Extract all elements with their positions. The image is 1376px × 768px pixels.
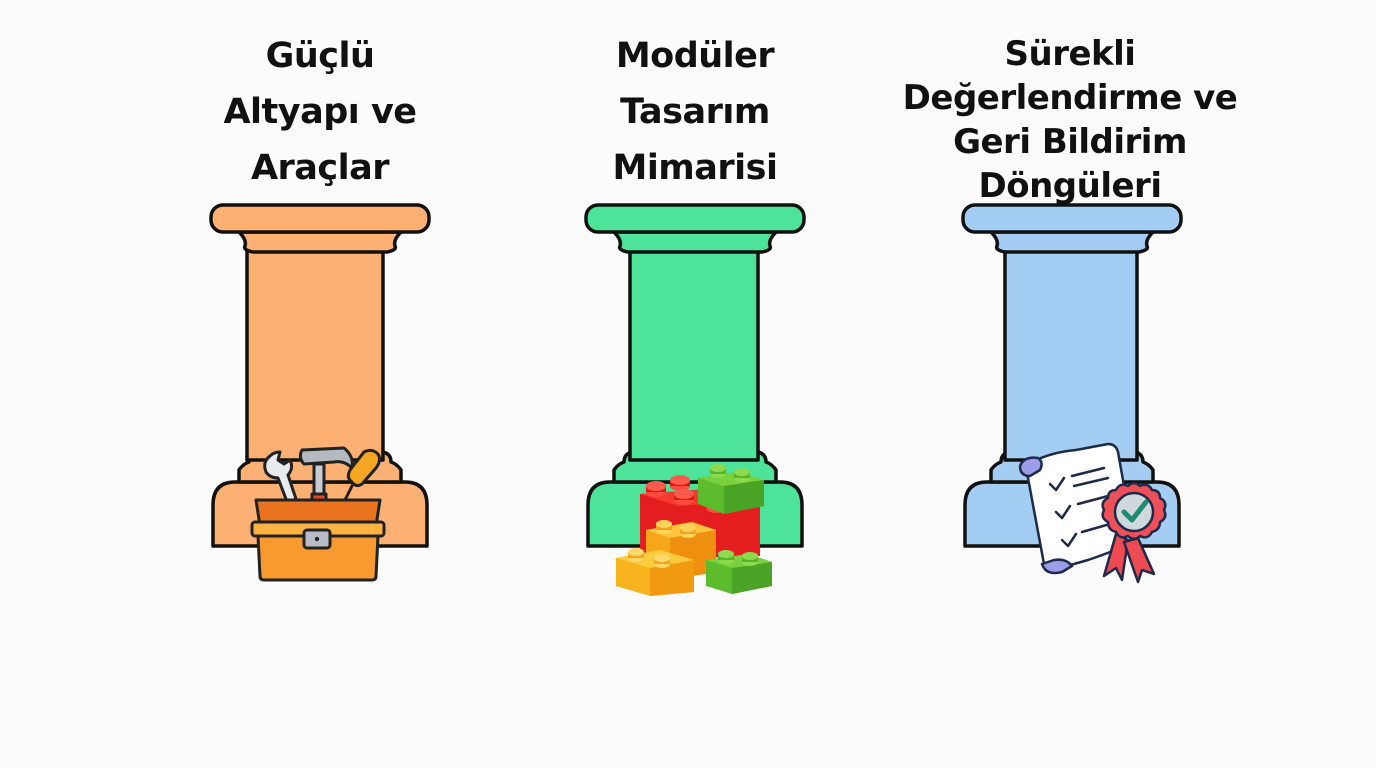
certificate-checklist-icon: [1018, 442, 1167, 584]
pillar-3-title-line-1: Sürekli: [1004, 34, 1136, 74]
toolbox-icon: [250, 446, 386, 582]
pillar-2-title-line-2: Tasarım: [620, 92, 770, 132]
pillar-1-title-line-3: Araçlar: [250, 148, 390, 188]
pillar-3-title-line-4: Döngüleri: [978, 166, 1162, 206]
pillar-1-column-icon: [209, 203, 431, 548]
pillar-2-title-line-3: Mimarisi: [612, 148, 778, 188]
pillar-2-title-line-1: Modüler: [615, 36, 775, 76]
pillar-1-title-line-2: Altyapı ve: [223, 92, 417, 132]
pillar-1-title: Güçlü Altyapı ve Araçlar: [170, 28, 470, 196]
pillar-3-title: Sürekli Değerlendirme ve Geri Bildirim D…: [880, 32, 1260, 208]
pillar-1-title-line-1: Güçlü: [265, 36, 375, 76]
pillar-2-title: Modüler Tasarım Mimarisi: [545, 28, 845, 196]
pillar-3-title-line-2: Değerlendirme ve: [902, 78, 1238, 118]
building-blocks-icon: [616, 464, 772, 596]
pillar-3-title-line-3: Geri Bildirim: [953, 122, 1187, 162]
